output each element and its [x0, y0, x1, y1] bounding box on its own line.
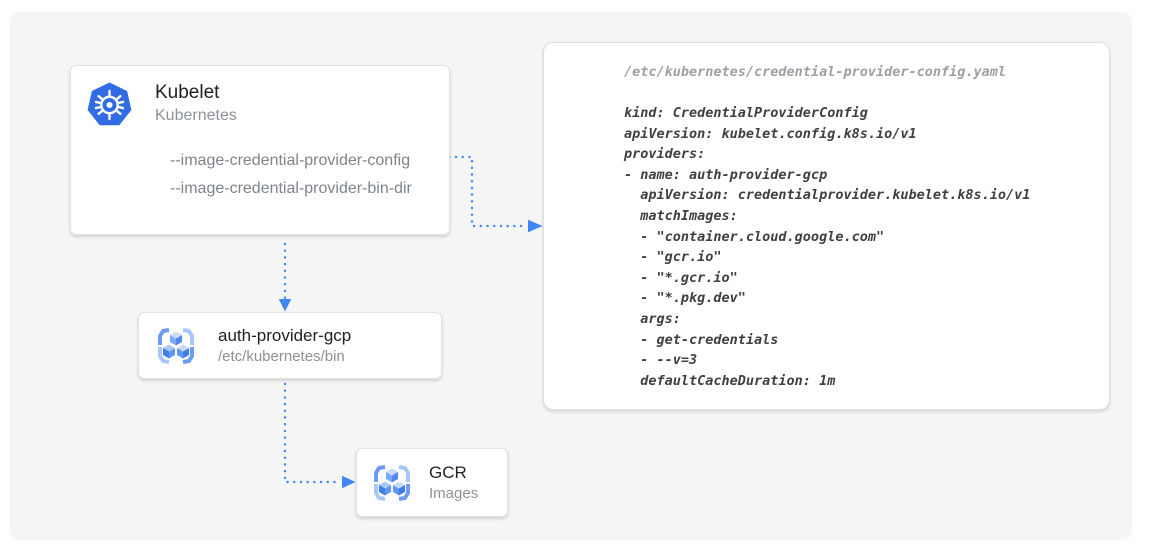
auth-provider-gcp-node: auth-provider-gcp /etc/kubernetes/bin [138, 312, 442, 379]
flag-image-credential-provider-config: --image-credential-provider-config [170, 152, 411, 169]
code-line: matchImages: [624, 207, 738, 224]
code-line: apiVersion: kubelet.config.k8s.io/v1 [624, 125, 917, 142]
code-blank-line [624, 83, 1099, 103]
code-line: apiVersion: credentialprovider.kubelet.k… [624, 187, 1031, 204]
gcr-labels: GCR Images [429, 462, 478, 504]
kubernetes-icon [87, 82, 132, 126]
code-line: - "*.pkg.dev" [624, 290, 746, 307]
gcr-cubes [379, 468, 405, 495]
code-line: - name: auth-provider-gcp [624, 166, 828, 183]
flag-image-credential-provider-bin-dir: --image-credential-provider-bin-dir [170, 180, 412, 197]
code-line: - --v=3 [624, 352, 698, 369]
credential-provider-config-panel: /etc/kubernetes/credential-provider-conf… [543, 42, 1110, 410]
code-line: args: [624, 310, 681, 327]
code-line: kind: CredentialProviderConfig [624, 105, 868, 121]
kubelet-node-header: Kubelet Kubernetes [86, 81, 449, 128]
code-line: defaultCacheDuration: 1m [624, 372, 836, 389]
gcr-title: GCR [429, 462, 467, 482]
code-line: providers: [624, 146, 706, 163]
kubelet-subtitle: Kubernetes [155, 107, 237, 124]
gcr-cubes [163, 331, 189, 358]
config-file-path: /etc/kubernetes/credential-provider-conf… [624, 64, 1007, 80]
kubelet-node: Kubelet Kubernetes --image-credential-pr… [70, 65, 450, 235]
code-line: - "container.cloud.google.com" [624, 228, 885, 245]
kubelet-title: Kubelet [155, 82, 220, 103]
gcr-icon [158, 327, 194, 364]
auth-provider-gcp-labels: auth-provider-gcp /etc/kubernetes/bin [218, 325, 351, 367]
code-line: - "*.gcr.io" [624, 269, 738, 286]
kubelet-flags: --image-credential-provider-config --ima… [170, 147, 449, 203]
code-line: - get-credentials [624, 331, 779, 348]
gcr-icon [374, 464, 410, 501]
auth-provider-gcp-subtitle: /etc/kubernetes/bin [218, 347, 345, 365]
code-line: - "gcr.io" [624, 249, 722, 266]
gcr-subtitle: Images [429, 484, 479, 502]
auth-provider-gcp-title: auth-provider-gcp [218, 325, 352, 345]
kubelet-node-labels: Kubelet Kubernetes [155, 81, 237, 127]
gcr-node: GCR Images [356, 448, 508, 517]
